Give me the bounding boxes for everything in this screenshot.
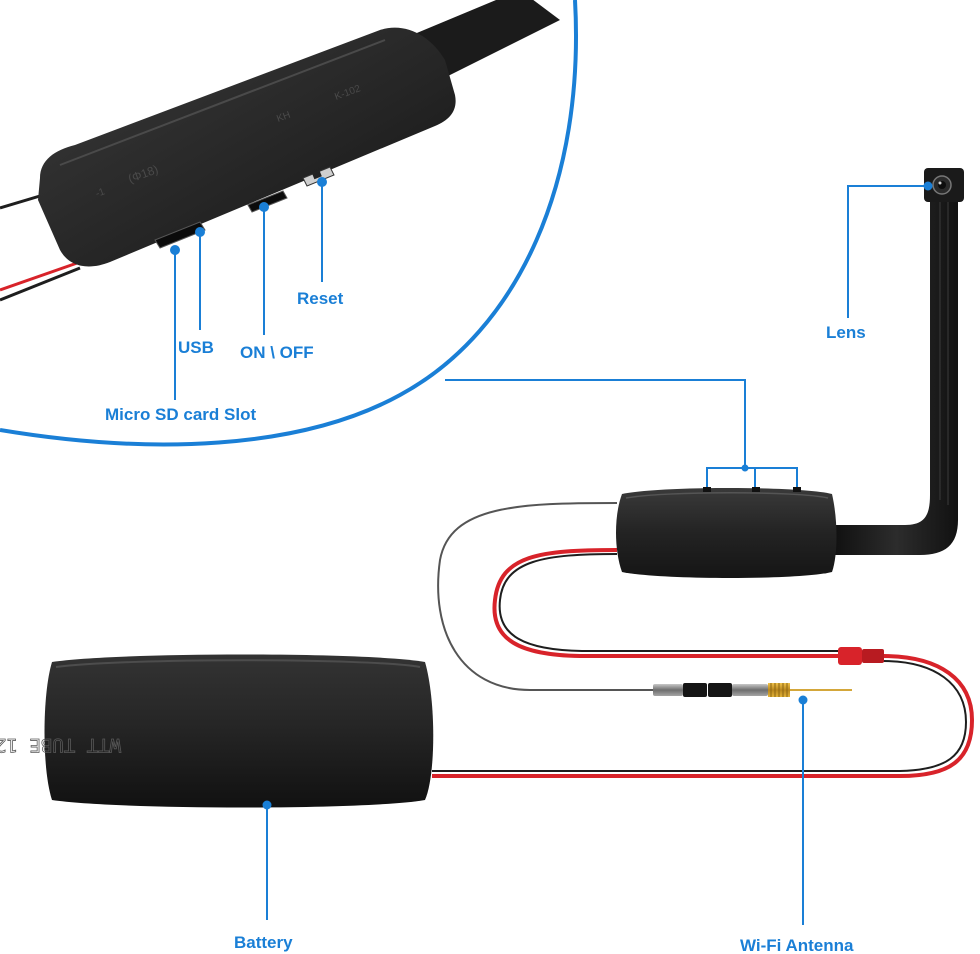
- battery-dot: [262, 800, 272, 810]
- antenna-callout: [798, 695, 808, 925]
- reset-button-knob: [312, 170, 322, 180]
- wiring: [432, 502, 975, 778]
- label-usb: USB: [178, 338, 214, 357]
- antenna-sleeve: [653, 684, 683, 696]
- engraving-minus1: -1: [94, 186, 107, 200]
- lens-leader: [847, 185, 928, 318]
- antenna-wire: [437, 502, 655, 691]
- main-module: [616, 487, 837, 578]
- power-connector: [838, 647, 884, 665]
- zoom-black-wire-2: [0, 266, 81, 302]
- battery-body: [44, 654, 434, 808]
- on-off-dot: [259, 202, 269, 212]
- label-battery: Battery: [234, 933, 293, 952]
- main-module-body: [616, 488, 837, 578]
- micro-sd-slot: [154, 221, 206, 249]
- connector-line: [445, 379, 746, 468]
- zoom-bubble-outline: [0, 0, 578, 447]
- lens-ribbon-cable: [835, 195, 958, 555]
- wifi-antenna: [653, 683, 852, 697]
- connector-right-half: [862, 649, 884, 663]
- label-reset: Reset: [297, 289, 344, 308]
- module-port-switch: [752, 487, 760, 492]
- bubble-to-module-connector: [445, 379, 798, 490]
- antenna-jacket-2: [708, 683, 732, 697]
- battery-highlight: [55, 659, 421, 668]
- label-on-off: ON \ OFF: [240, 343, 314, 362]
- connector-dot: [741, 464, 749, 472]
- antenna-ferrule: [732, 684, 768, 696]
- antenna-coil-turns: [770, 683, 788, 697]
- zoom-module-highlight: [59, 39, 386, 166]
- label-micro-sd: Micro SD card Slot: [105, 405, 256, 424]
- red-wire-upper: [492, 548, 840, 658]
- antenna-dot: [798, 695, 808, 705]
- black-wire-upper: [498, 553, 840, 652]
- usb-dot: [195, 227, 205, 237]
- micro-sd-dot: [170, 245, 180, 255]
- zoom-callouts: [170, 177, 327, 400]
- lens-callout: [847, 181, 933, 318]
- zoom-bubble: (Φ18) -1 KH K-102: [0, 0, 578, 447]
- zoom-module-body: [38, 27, 456, 267]
- label-lens: Lens: [826, 323, 866, 342]
- lens-assembly: [835, 168, 964, 555]
- connector-left-half: [838, 647, 862, 665]
- main-module-highlight: [625, 492, 829, 499]
- module-port-reset: [793, 487, 801, 492]
- engraving-kh: KH: [275, 110, 292, 125]
- lens-dot: [923, 181, 933, 191]
- antenna-jacket-1: [683, 683, 707, 697]
- lens-reflection: [938, 181, 942, 185]
- reset-dot: [317, 177, 327, 187]
- red-wire-lower: [432, 654, 975, 778]
- battery-engraving: WTT TUBE 125°C (Ø20): [0, 734, 121, 756]
- on-off-switch: [247, 190, 288, 213]
- battery-pack: WTT TUBE 125°C (Ø20): [0, 654, 434, 808]
- connector-bracket: [706, 467, 798, 490]
- zoom-red-wire: [0, 260, 81, 292]
- black-wire-lower: [432, 660, 968, 772]
- module-port-sd: [703, 487, 711, 492]
- label-wifi-antenna: Wi-Fi Antenna: [740, 936, 854, 954]
- battery-callout: [262, 800, 272, 920]
